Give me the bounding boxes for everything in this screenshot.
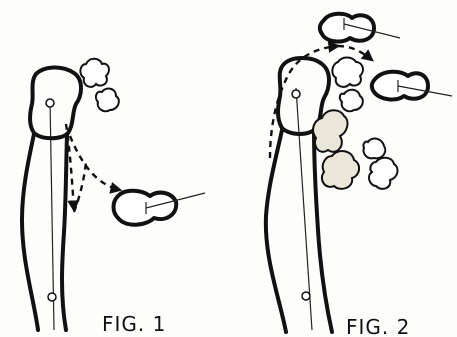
- fig1-shaft-right-edge: [62, 134, 67, 330]
- fig1-fragment-1: [80, 59, 109, 87]
- fig2-bottom-pivot: [302, 292, 310, 300]
- fig1-path-arrow-2: [74, 162, 86, 212]
- fig1-top-pivot: [46, 99, 54, 107]
- fig2-top-pivot: [292, 90, 300, 98]
- fig1-label: FIG. 1: [102, 312, 166, 336]
- figure-1: FIG. 1: [22, 59, 205, 336]
- fig2-shaft-left-edge: [266, 130, 286, 332]
- fig1-target-shape: [114, 191, 177, 225]
- fig1-shaft-left-edge: [22, 134, 38, 330]
- fig2-fragment-5: [363, 139, 385, 159]
- fig1-head-outline: [30, 67, 81, 138]
- fig1-bottom-pivot: [48, 293, 56, 301]
- fig2-top-target-shape: [320, 14, 374, 42]
- fig2-fragment-4: [322, 151, 359, 189]
- fig2-fragment-1: [332, 58, 363, 87]
- fig2-label: FIG. 2: [346, 315, 410, 337]
- fig2-fragment-6: [369, 158, 397, 189]
- fig1-fragment-2: [96, 89, 119, 112]
- fig2-fragment-2: [340, 90, 363, 112]
- fig1-path-arrow-3: [70, 136, 120, 190]
- figure-2: FIG. 2: [266, 14, 452, 337]
- fig2-right-target-shape: [372, 72, 428, 100]
